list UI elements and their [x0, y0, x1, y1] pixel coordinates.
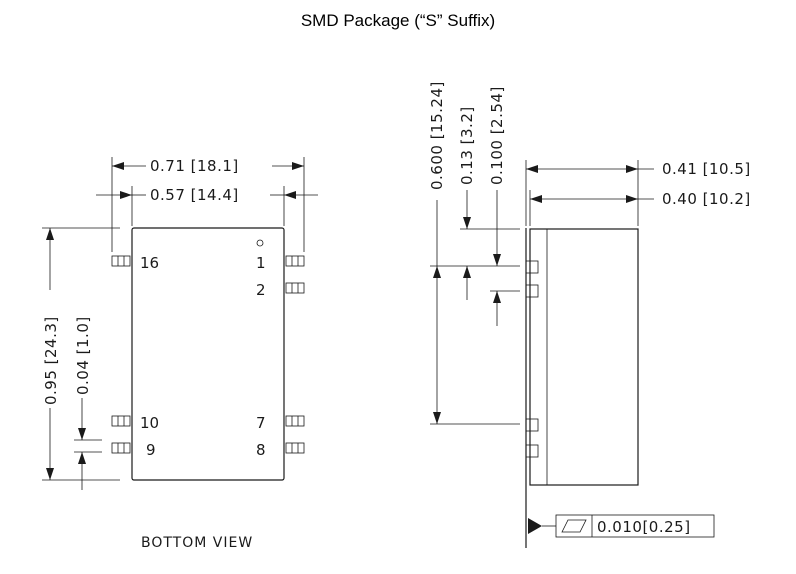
pad-10: [111, 415, 131, 427]
dim-side-pitch: 0.100 [2.54]: [488, 86, 520, 326]
flatness-callout: 0.010[0.25]: [528, 514, 715, 538]
dim-bottom-width-outer: 0.71 [18.1]: [111, 157, 305, 252]
pad-9: [111, 442, 131, 454]
bottom-view-caption: BOTTOM VIEW: [141, 535, 253, 551]
datum-arrow-icon: [528, 518, 542, 534]
dim-side-offset-label: 0.13 [3.2]: [458, 106, 476, 185]
side-pin-2: [525, 284, 539, 298]
pin-label-7: 7: [256, 414, 266, 432]
side-view: 0.41 [10.5] 0.40 [10.2] 0.600 [15.24]: [428, 81, 751, 548]
bottom-package-body: [131, 227, 285, 481]
pad-2: [285, 282, 305, 294]
pin-label-10: 10: [140, 414, 159, 432]
pin-label-9: 9: [146, 441, 156, 459]
flatness-value: 0.010[0.25]: [597, 518, 691, 536]
dim-bottom-width-outer-label: 0.71 [18.1]: [150, 157, 239, 175]
dim-side-span: 0.600 [15.24]: [428, 81, 520, 425]
dim-side-width-outer-label: 0.41 [10.5]: [662, 160, 751, 178]
pad-1: [285, 255, 305, 267]
pin-label-2: 2: [256, 281, 266, 299]
dim-side-pitch-label: 0.100 [2.54]: [488, 86, 506, 185]
side-pin-7: [525, 418, 539, 432]
dim-side-width-inner: 0.40 [10.2]: [529, 190, 751, 226]
dim-bottom-width-inner: 0.57 [14.4]: [96, 186, 318, 226]
pad-7: [285, 415, 305, 427]
dim-side-width-inner-label: 0.40 [10.2]: [662, 190, 751, 208]
pin-label-1: 1: [256, 254, 266, 272]
pin-label-16: 16: [140, 254, 159, 272]
drawing-title: SMD Package (“S” Suffix): [301, 11, 495, 30]
side-pin-8: [525, 444, 539, 458]
dim-bottom-pin-pitch-label: 0.04 [1.0]: [74, 316, 92, 395]
dim-side-offset: 0.13 [3.2]: [458, 106, 520, 300]
dim-side-span-label: 0.600 [15.24]: [428, 81, 446, 190]
pad-16: [111, 255, 131, 267]
pad-8: [285, 442, 305, 454]
dim-side-width-outer: 0.41 [10.5]: [525, 160, 751, 226]
flatness-symbol-icon: [561, 519, 587, 533]
pin1-marker-icon: [256, 239, 264, 247]
dim-bottom-height: 0.95 [24.3]: [42, 227, 120, 481]
side-pin-1: [525, 260, 539, 274]
side-package-body: [529, 228, 639, 486]
dim-bottom-pin-pitch: 0.04 [1.0]: [74, 316, 102, 490]
dim-bottom-height-label: 0.95 [24.3]: [42, 316, 60, 405]
flatness-frame: [555, 514, 715, 538]
bottom-view: 16 1 2 10 9 7 8 0.71 [18.1] 0.57 [14.: [42, 157, 318, 551]
pin-label-8: 8: [256, 441, 266, 459]
dim-bottom-width-inner-label: 0.57 [14.4]: [150, 186, 239, 204]
